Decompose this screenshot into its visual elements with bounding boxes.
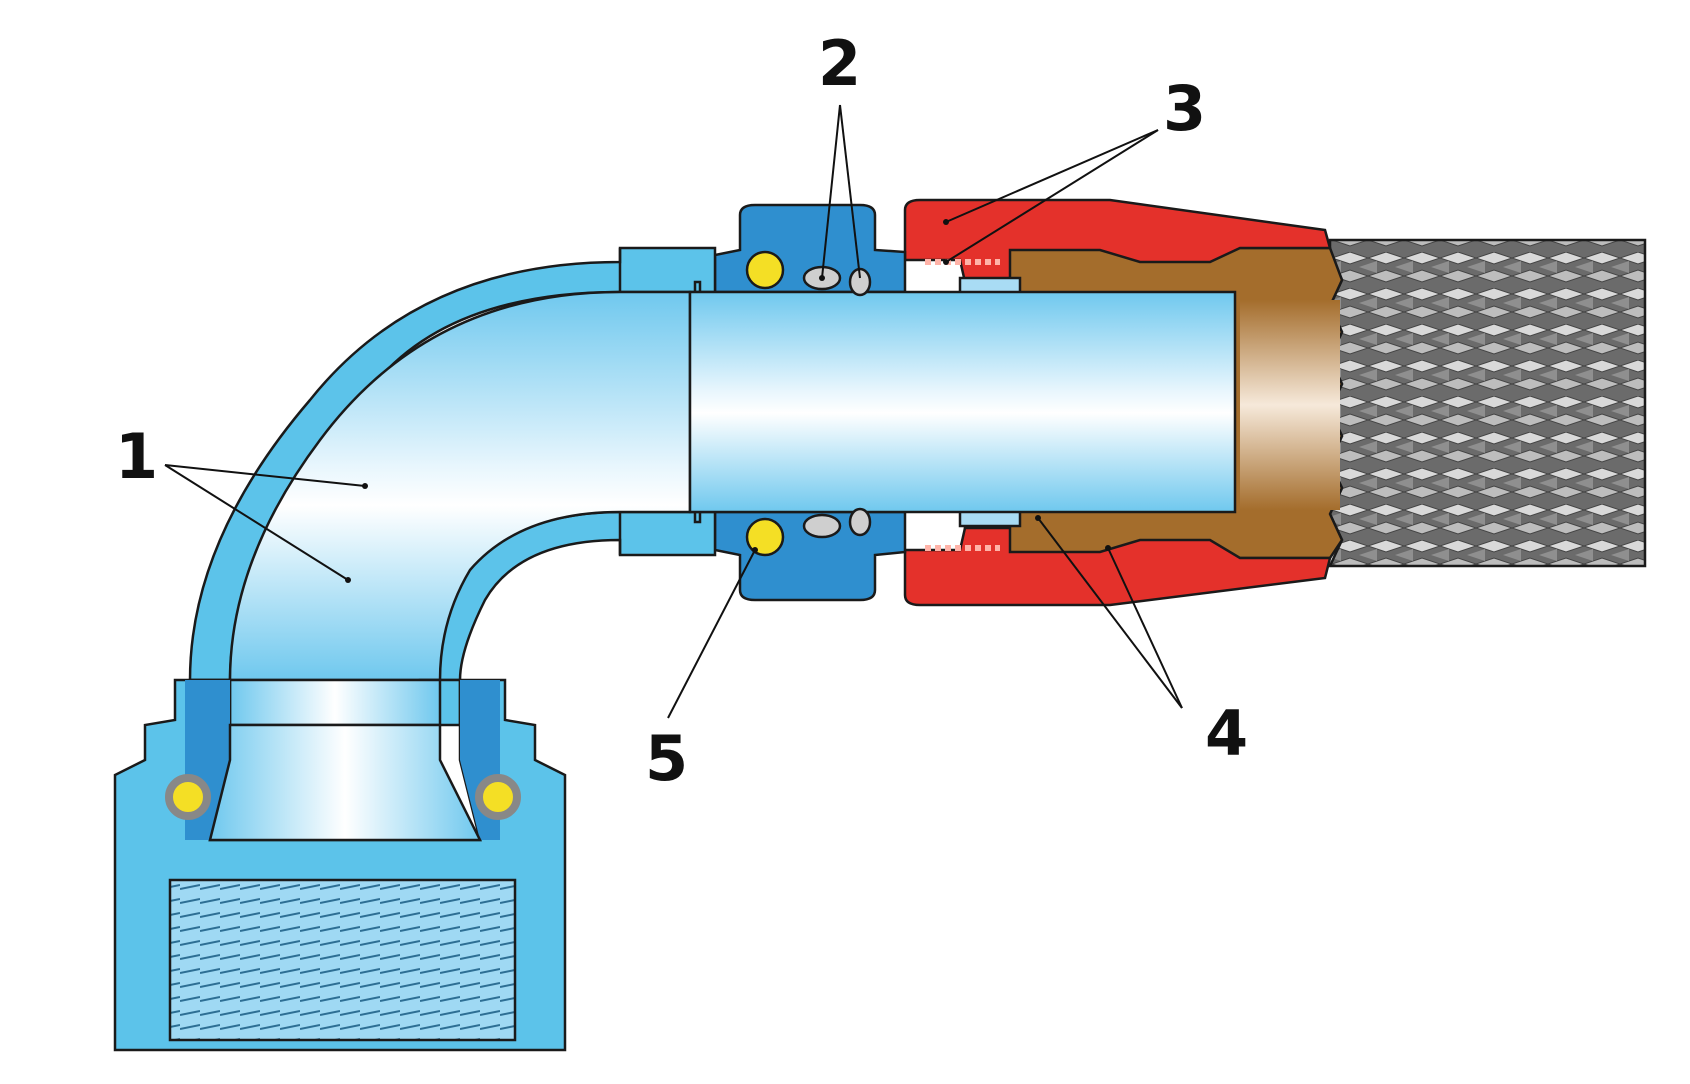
- callout-5: 5: [645, 722, 688, 795]
- bottom-nut: [113, 678, 567, 1052]
- o-ring: [802, 265, 872, 539]
- leader-lines: [164, 104, 1183, 719]
- braided-hose: [1328, 238, 1647, 568]
- ball-seal: [165, 250, 785, 820]
- callout-1: 1: [115, 420, 158, 493]
- callout-3: 3: [1163, 72, 1206, 145]
- callout-4: 4: [1205, 697, 1248, 770]
- elbow-fitting: [188, 246, 1237, 727]
- callout-2: 2: [818, 27, 861, 100]
